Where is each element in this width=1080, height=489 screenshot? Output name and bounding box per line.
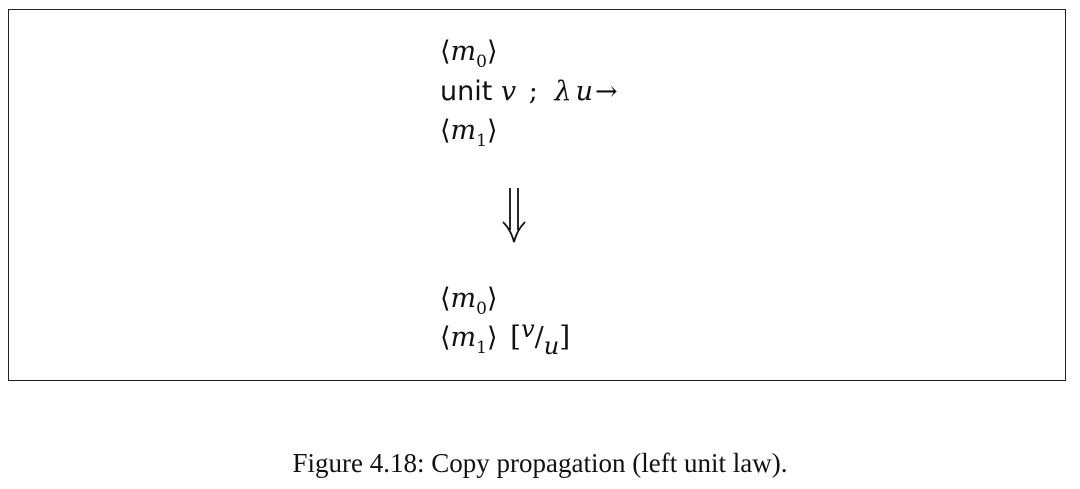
close-angle: ⟩ (486, 36, 498, 67)
figure-caption: Figure 4.18: Copy propagation (left unit… (292, 448, 788, 478)
left-bracket: [ (510, 320, 522, 353)
before-line-m1: ⟨m1⟩ (440, 115, 498, 150)
close-angle: ⟩ (486, 322, 498, 353)
var-m: m (450, 283, 477, 314)
close-angle: ⟩ (486, 115, 498, 146)
before-line-m0: ⟨m0⟩ (440, 36, 498, 71)
after-line-m0: ⟨m0⟩ (440, 283, 498, 318)
lambda-symbol: λ (554, 76, 572, 107)
close-angle: ⟩ (486, 283, 498, 314)
substitution-var-u: u (543, 332, 560, 360)
var-v: v (500, 76, 517, 107)
var-u: u (575, 76, 593, 107)
figure-frame (8, 9, 1066, 381)
double-down-arrow-icon (502, 188, 526, 243)
bind-separator: ; (528, 76, 538, 107)
open-angle: ⟨ (440, 283, 451, 314)
right-bracket: ] (559, 320, 571, 353)
unit-keyword: unit (440, 76, 493, 107)
var-m: m (450, 36, 477, 67)
subscript-0: 0 (476, 299, 487, 319)
open-angle: ⟨ (440, 36, 451, 67)
right-arrow: → (594, 76, 618, 107)
open-angle: ⟨ (440, 115, 451, 146)
open-angle: ⟨ (440, 322, 451, 353)
var-m: m (450, 115, 477, 146)
substitution-slash: / (534, 322, 544, 353)
subscript-1: 1 (476, 338, 487, 358)
substitution-value-v: v (521, 315, 535, 343)
subscript-0: 0 (476, 52, 487, 72)
after-line-m1-substituted: ⟨m1⟩ [v/u] (440, 317, 571, 358)
subscript-1: 1 (476, 131, 487, 151)
var-m: m (450, 322, 477, 353)
